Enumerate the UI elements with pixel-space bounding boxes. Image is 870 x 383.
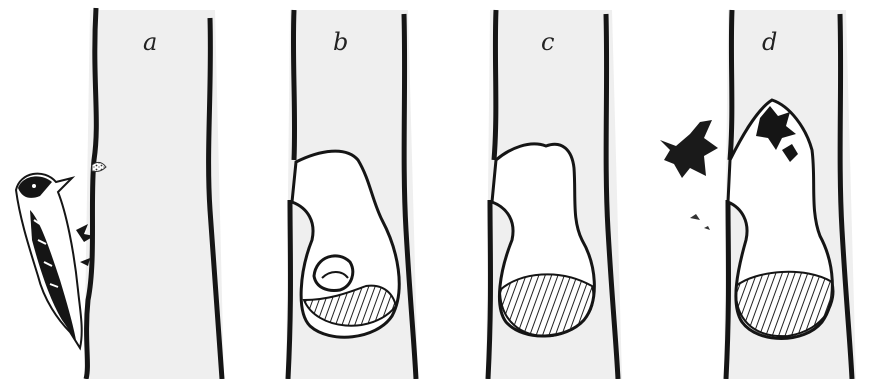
panel-b — [286, 10, 418, 379]
panel-d — [660, 10, 856, 379]
panel-c — [486, 10, 622, 379]
starling-icon — [660, 120, 718, 178]
panel-label-a: a — [143, 28, 157, 56]
debris-d — [690, 214, 710, 230]
panel-label-b: b — [333, 28, 348, 56]
panel-label-d: d — [762, 28, 777, 56]
panel-label-c: c — [541, 28, 554, 56]
trunk-a — [84, 10, 224, 379]
chick-icon — [314, 256, 353, 291]
woodpecker-icon — [16, 174, 94, 348]
panel-a — [16, 8, 224, 379]
